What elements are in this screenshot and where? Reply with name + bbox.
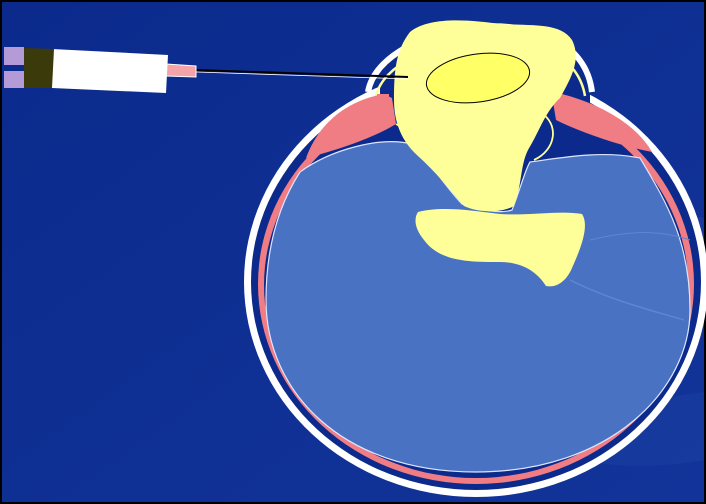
syringe-flange-top bbox=[4, 47, 24, 65]
syringe-hub bbox=[166, 64, 196, 77]
syringe-flange-bottom bbox=[4, 71, 24, 88]
syringe-flange-gap bbox=[4, 65, 24, 71]
syringe-plunger bbox=[24, 48, 54, 88]
syringe-barrel bbox=[52, 49, 168, 93]
ciliary-body-left-edge bbox=[377, 94, 389, 102]
